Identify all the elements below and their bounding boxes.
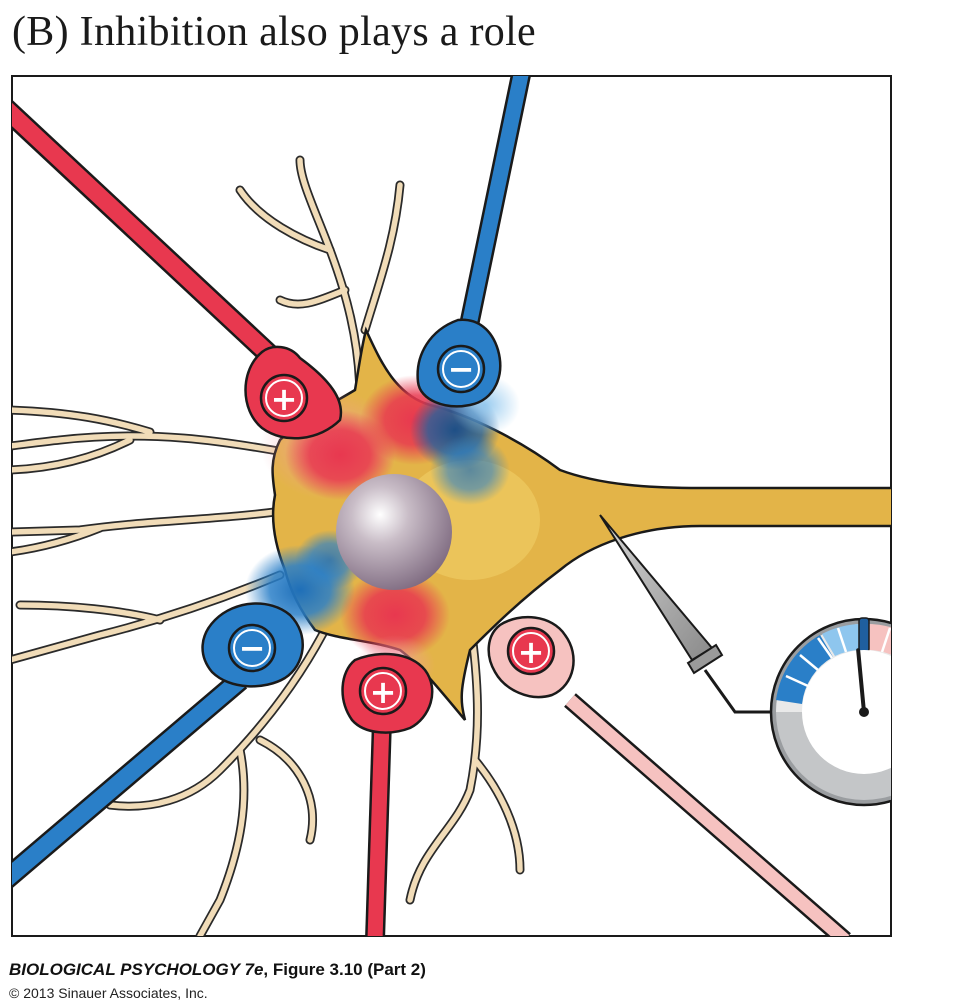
sign-label: +	[370, 673, 397, 711]
book-title: BIOLOGICAL PSYCHOLOGY 7e	[9, 960, 264, 979]
sign-label: +	[271, 380, 298, 418]
meter-pivot	[859, 707, 869, 717]
nucleus	[336, 474, 452, 590]
plus-icon: +	[259, 373, 309, 423]
figure-number: , Figure 3.10 (Part 2)	[263, 960, 426, 979]
plus-icon: +	[506, 626, 556, 676]
minus-icon: −	[227, 623, 277, 673]
electrode-wire	[703, 669, 770, 714]
sign-label: −	[239, 629, 266, 667]
potential-meter	[769, 617, 891, 807]
minus-icon: −	[436, 344, 486, 394]
sign-label: −	[448, 350, 475, 388]
plus-icon: +	[358, 666, 408, 716]
recording-electrode	[599, 514, 770, 714]
page-title: (B) Inhibition also plays a role	[12, 9, 536, 55]
presynaptic-axons	[12, 76, 851, 936]
copyright: © 2013 Sinauer Associates, Inc.	[9, 985, 208, 1001]
figure-credit: BIOLOGICAL PSYCHOLOGY 7e, Figure 3.10 (P…	[9, 960, 426, 980]
meter-needle	[856, 648, 866, 714]
sign-label: +	[518, 633, 545, 671]
meter-zero-mark	[858, 617, 870, 653]
